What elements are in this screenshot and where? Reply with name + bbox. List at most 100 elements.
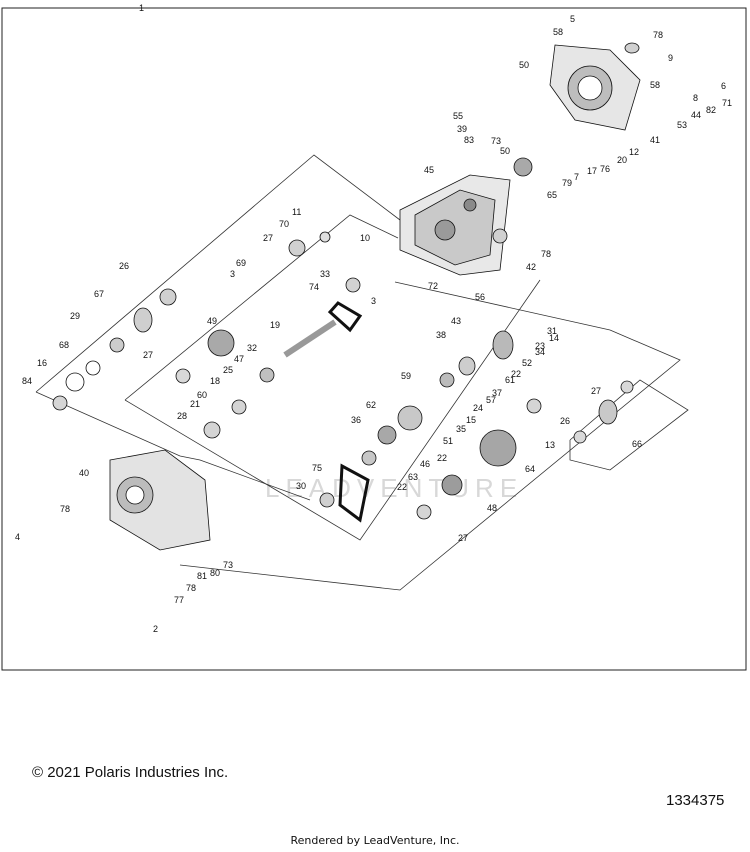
callout-label: 22	[397, 482, 407, 492]
callout-label: 44	[691, 110, 701, 120]
callout-label: 40	[79, 468, 89, 478]
exploded-parts-diagram: 1 LEADVENTURE	[1, 3, 747, 671]
callout-label: 64	[525, 464, 535, 474]
callout-label: 22	[511, 369, 521, 379]
callout-label: 75	[312, 463, 322, 473]
callout-label: 9	[668, 53, 673, 63]
callout-label: 15	[466, 415, 476, 425]
callout-label: 2	[153, 624, 158, 634]
callout-label: 51	[443, 436, 453, 446]
callout-label: 13	[545, 440, 555, 450]
callout-label: 24	[473, 403, 483, 413]
callout-label: 60	[197, 390, 207, 400]
callout-label: 45	[424, 165, 434, 175]
callout-label: 50	[500, 146, 510, 156]
callout-label: 58	[650, 80, 660, 90]
transmission-cover-right	[549, 44, 641, 131]
callout-label: 70	[279, 219, 289, 229]
callout-label: 74	[309, 282, 319, 292]
callout-label: 8	[693, 93, 698, 103]
callout-label: 78	[653, 30, 663, 40]
callout-label: 68	[59, 340, 69, 350]
watermark: LEADVENTURE	[265, 473, 523, 503]
callout-label: 52	[522, 358, 532, 368]
callout-label: 78	[60, 504, 70, 514]
callout-label: 84	[22, 376, 32, 386]
subassembly-outlines	[35, 154, 689, 591]
callout-label: 34	[535, 347, 545, 357]
callout-label: 65	[547, 190, 557, 200]
callout-label: 10	[360, 233, 370, 243]
callout-label: 73	[223, 560, 233, 570]
gears-and-bearings	[52, 42, 640, 520]
drive-belts	[327, 301, 370, 523]
callout-label: 39	[457, 124, 467, 134]
callout-label: 78	[186, 583, 196, 593]
callout-label: 78	[541, 249, 551, 259]
callout-label: 27	[591, 386, 601, 396]
callout-label: 4	[15, 532, 20, 542]
callout-label: 62	[366, 400, 376, 410]
callout-label: 61	[505, 375, 515, 385]
callout-label: 5	[570, 14, 575, 24]
callout-label: 63	[408, 472, 418, 482]
callout-label: 28	[177, 411, 187, 421]
callout-label: 38	[436, 330, 446, 340]
callout-label: 80	[210, 568, 220, 578]
callout-label: 7	[574, 172, 579, 182]
callout-label: 33	[320, 269, 330, 279]
callout-label: 20	[617, 155, 627, 165]
callout-label: 11	[292, 207, 301, 217]
callout-label: 48	[487, 503, 497, 513]
callout-label: 41	[650, 135, 660, 145]
callout-label: 26	[560, 416, 570, 426]
callout-label: 69	[236, 258, 246, 268]
callout-label: 3	[371, 296, 376, 306]
callout-label: 30	[296, 481, 306, 491]
callout-label: 57	[486, 395, 496, 405]
callout-label: 37	[492, 388, 502, 398]
rendered-by-credit: Rendered by LeadVenture, Inc.	[290, 834, 460, 847]
callout-label: 17	[587, 166, 597, 176]
callout-label: 16	[37, 358, 47, 368]
callout-label: 31	[547, 326, 557, 336]
callout-label: 55	[453, 111, 463, 121]
callout-label: 12	[629, 147, 639, 157]
callout-label: 76	[600, 164, 610, 174]
transmission-main-case	[399, 174, 511, 276]
callout-label: 14	[549, 333, 559, 343]
callout-label: 35	[456, 424, 466, 434]
callout-label: 26	[119, 261, 129, 271]
callout-label: 42	[526, 262, 536, 272]
callout-label: 50	[519, 60, 529, 70]
callout-label: 58	[553, 27, 563, 37]
callout-label: 66	[632, 439, 642, 449]
callout-label: 47	[234, 354, 244, 364]
callout-label: 27	[143, 350, 153, 360]
callout-label: 79	[562, 178, 572, 188]
transmission-cover-left	[109, 449, 211, 551]
callout-label: 6	[721, 81, 726, 91]
callout-label: 23	[535, 341, 545, 351]
callout-label: 21	[190, 399, 200, 409]
callout-label: 3	[230, 269, 235, 279]
callout-label: 59	[401, 371, 411, 381]
callout-label: 81	[197, 571, 207, 581]
callout-label: 49	[207, 316, 217, 326]
diagram-frame	[1, 7, 747, 671]
callout-label: 19	[270, 320, 280, 330]
callout-label: 83	[464, 135, 474, 145]
callout-label: 72	[428, 281, 438, 291]
callout-label: 53	[677, 120, 687, 130]
callout-label: 18	[210, 376, 220, 386]
callout-label: 73	[491, 136, 501, 146]
callout-label: 22	[437, 453, 447, 463]
callout-label: 43	[451, 316, 461, 326]
callout-label: 32	[247, 343, 257, 353]
diagram-number: 1334375	[666, 792, 725, 809]
callout-label: 82	[706, 105, 716, 115]
callout-label: 27	[458, 533, 468, 543]
callout-label: 71	[722, 98, 732, 108]
copyright-notice: © 2021 Polaris Industries Inc.	[32, 764, 229, 781]
callout-label: 46	[420, 459, 430, 469]
